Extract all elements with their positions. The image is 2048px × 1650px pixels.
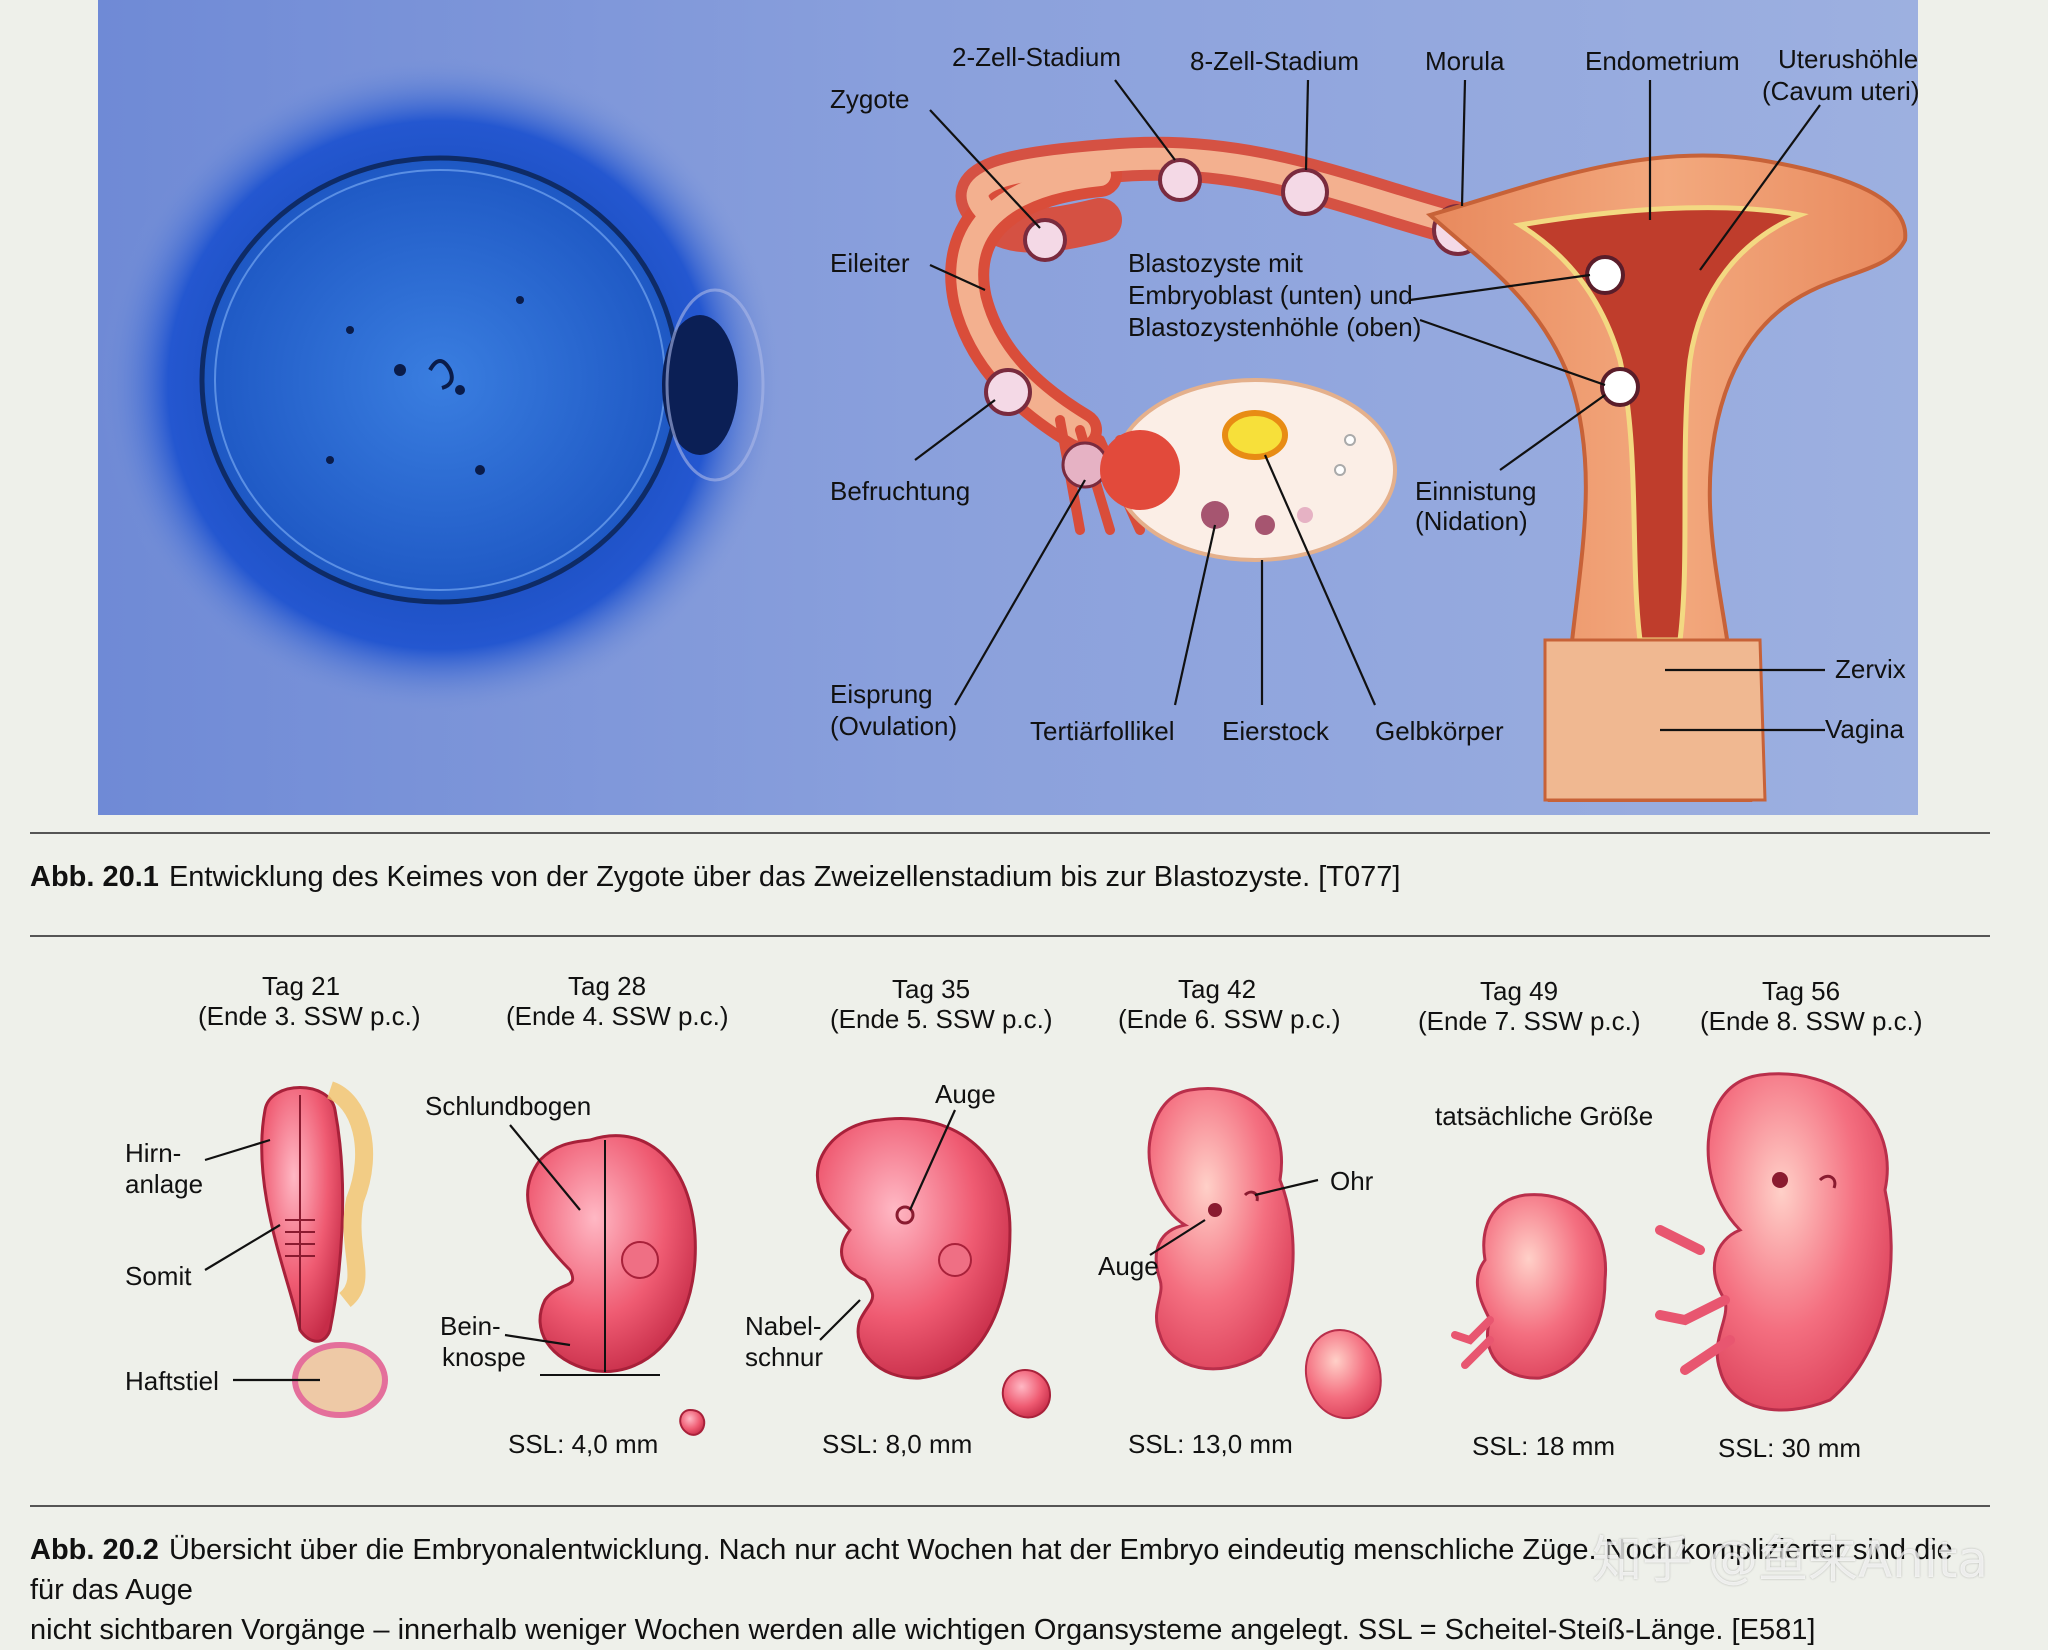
label-pharyngeal-arch: Schlundbogen <box>425 1091 591 1121</box>
figure-20-2 <box>204 1072 1893 1436</box>
label-brain-primordium-2: anlage <box>125 1169 203 1199</box>
label-eye: Auge <box>935 1079 996 1109</box>
label-2-cell-stage: 2-Zell-Stadium <box>952 42 1121 72</box>
label-ear: Ohr <box>1330 1166 1374 1196</box>
label-actual-size: tatsächliche Größe <box>1435 1101 1653 1131</box>
embryo-day-35 <box>815 1117 1052 1419</box>
label-implantation-latin: (Nidation) <box>1415 506 1528 536</box>
stage-5-week: (Ende 7. SSW p.c.) <box>1418 1006 1641 1036</box>
ovary-illustration <box>1100 378 1397 562</box>
label-fertilization: Befruchtung <box>830 476 970 506</box>
caption-2-line-2: nicht sichtbaren Vorgänge – innerhalb we… <box>30 1614 1816 1646</box>
stage-2-ssl: SSL: 4,0 mm <box>508 1429 658 1459</box>
egg-micrograph <box>100 55 780 715</box>
label-oviduct: Eileiter <box>830 248 910 278</box>
label-endometrium: Endometrium <box>1585 46 1740 76</box>
figure-1-labels: Zygote 2-Zell-Stadium 8-Zell-Stadium Mor… <box>830 42 1919 746</box>
uterus-illustration <box>1425 153 1908 802</box>
embryo-day-21 <box>260 1081 388 1418</box>
label-blastocyst-line3: Blastozystenhöhle (oben) <box>1128 312 1421 342</box>
embryo-day-49 <box>1451 1193 1608 1380</box>
caption-2-line-1: Übersicht über die Embryonalentwicklung.… <box>30 1534 1953 1606</box>
stage-3-day: Tag 35 <box>892 974 970 1004</box>
watermark: 知乎 @鱼来Anita <box>1592 1531 1988 1589</box>
label-leg-bud-2: knospe <box>442 1342 526 1372</box>
embryo-day-28 <box>526 1134 706 1436</box>
embryo-day-56 <box>1655 1072 1893 1412</box>
stage-6-ssl: SSL: 30 mm <box>1718 1433 1861 1463</box>
label-corpus-luteum: Gelbkörper <box>1375 716 1504 746</box>
label-blastocyst-line1: Blastozyste mit <box>1128 248 1304 278</box>
label-somite: Somit <box>125 1261 192 1291</box>
embryo-day-42 <box>1147 1087 1382 1419</box>
caption-2-number: Abb. 20.2 <box>30 1534 159 1566</box>
stage-1-day: Tag 21 <box>262 971 340 1001</box>
label-ovary: Eierstock <box>1222 716 1330 746</box>
rule-top-caption-1 <box>30 832 1990 834</box>
label-tertiary-follicle: Tertiärfollikel <box>1030 716 1175 746</box>
label-leg-bud: Bein- <box>440 1311 501 1341</box>
label-blastocyst-line2: Embryoblast (unten) und <box>1128 280 1413 310</box>
label-morula: Morula <box>1425 46 1505 76</box>
label-ovulation: Eisprung <box>830 679 933 709</box>
stage-4-week: (Ende 6. SSW p.c.) <box>1118 1004 1341 1034</box>
caption-1-text: Entwicklung des Keimes von der Zygote üb… <box>168 861 1401 893</box>
label-brain-primordium: Hirn- <box>125 1138 181 1168</box>
stage-1-week: (Ende 3. SSW p.c.) <box>198 1001 421 1031</box>
label-uterine-cavity: Uterushöhle <box>1778 44 1918 74</box>
stage-5-ssl: SSL: 18 mm <box>1472 1431 1615 1461</box>
label-eye-day-42: Auge <box>1098 1251 1159 1281</box>
label-cervix: Zervix <box>1835 654 1906 684</box>
stage-6-day: Tag 56 <box>1762 976 1840 1006</box>
stage-3-week: (Ende 5. SSW p.c.) <box>830 1004 1053 1034</box>
label-body-stalk: Haftstiel <box>125 1366 219 1396</box>
label-umbilical-cord: Nabel- <box>745 1311 822 1341</box>
stage-6-week: (Ende 8. SSW p.c.) <box>1700 1006 1923 1036</box>
label-vagina: Vagina <box>1825 714 1905 744</box>
rule-bottom-caption-1 <box>30 935 1990 937</box>
label-zygote: Zygote <box>830 84 910 114</box>
label-uterine-cavity-latin: (Cavum uteri) <box>1762 76 1919 106</box>
stage-4-day: Tag 42 <box>1178 974 1256 1004</box>
caption-figure-20-1: Abb. 20.1 Entwicklung des Keimes von der … <box>30 857 1990 897</box>
figure-1-leaders <box>914 79 1825 732</box>
label-ovulation-latin: (Ovulation) <box>830 711 957 741</box>
stage-2-week: (Ende 4. SSW p.c.) <box>506 1001 729 1031</box>
label-8-cell-stage: 8-Zell-Stadium <box>1190 46 1359 76</box>
stage-5-day: Tag 49 <box>1480 976 1558 1006</box>
stage-3-ssl: SSL: 8,0 mm <box>822 1429 972 1459</box>
caption-1-number: Abb. 20.1 <box>30 861 159 893</box>
label-umbilical-cord-2: schnur <box>745 1342 823 1372</box>
stage-4-ssl: SSL: 13,0 mm <box>1128 1429 1293 1459</box>
label-implantation: Einnistung <box>1415 476 1536 506</box>
figure-2-labels: Tag 21 (Ende 3. SSW p.c.) Tag 28 (Ende 4… <box>125 971 1923 1463</box>
rule-top-caption-2 <box>30 1505 1990 1507</box>
stage-2-day: Tag 28 <box>568 971 646 1001</box>
